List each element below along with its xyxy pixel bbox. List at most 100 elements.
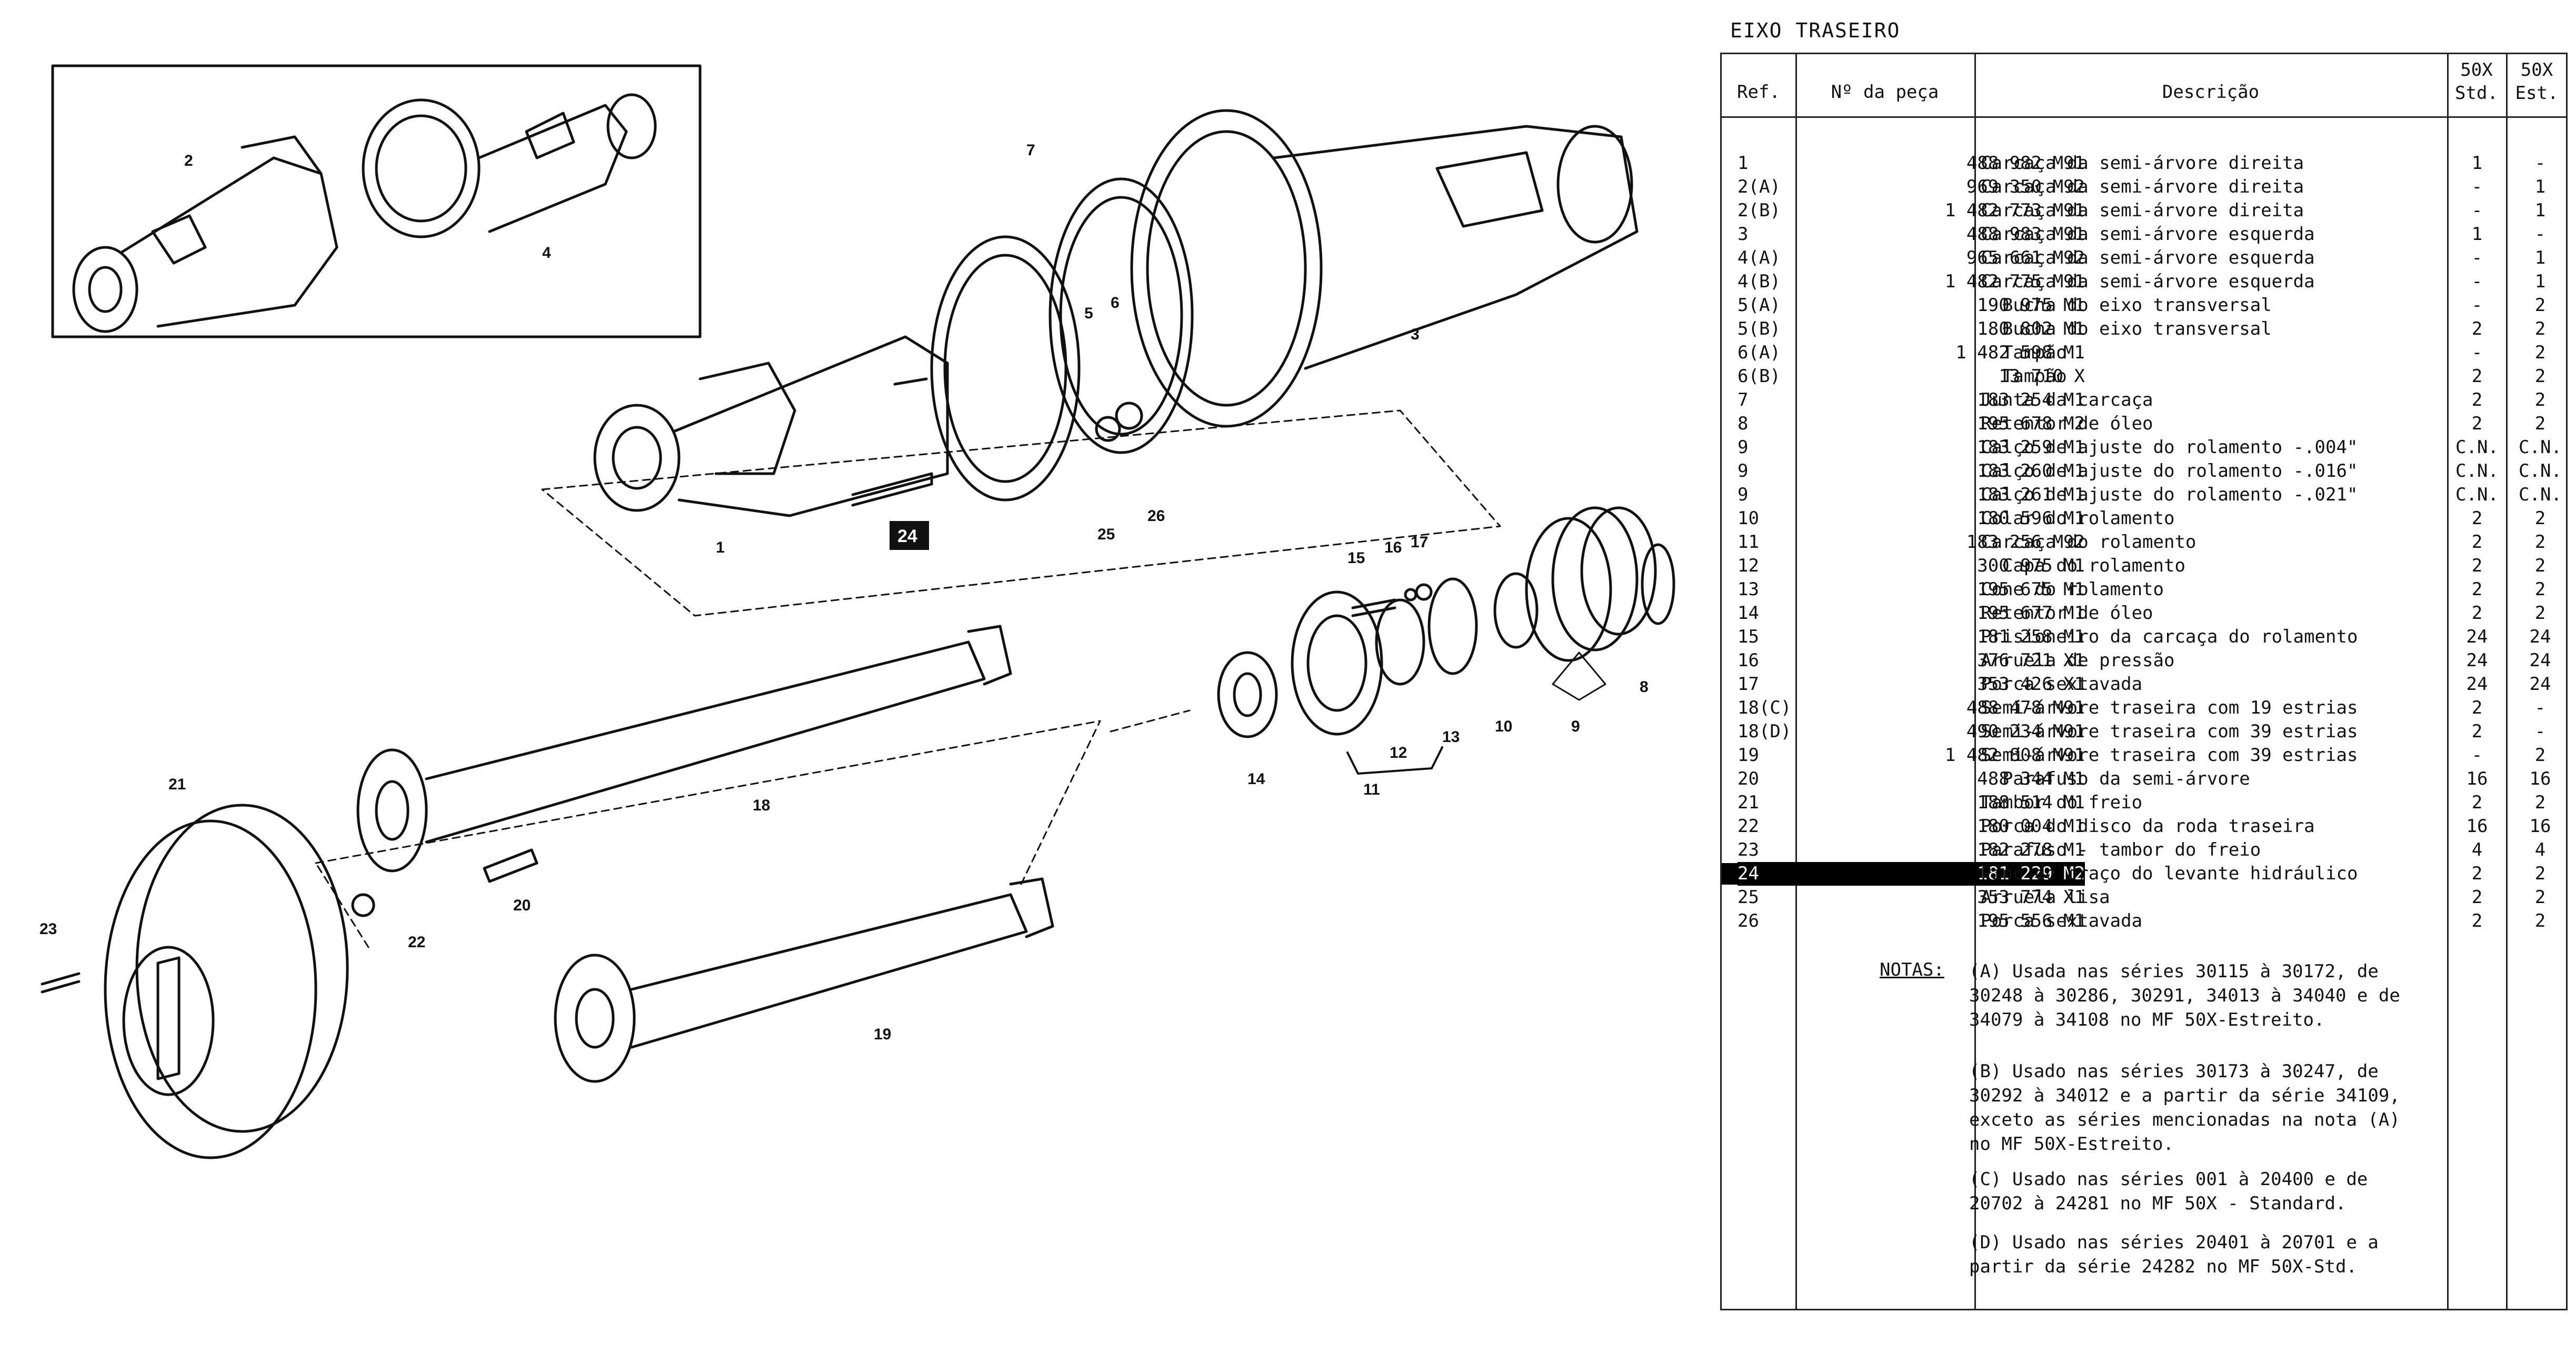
header-divider: [1722, 116, 2566, 118]
cell-std: -: [2471, 247, 2483, 268]
cell-std: 2: [2471, 910, 2483, 931]
cell-part-no: 183 256 M92: [1966, 532, 2085, 553]
cell-std: C.N.: [2455, 484, 2499, 505]
callout-5: 5: [1084, 305, 1093, 322]
cell-est: 16: [2529, 816, 2551, 837]
cell-description: Semi-árvore traseira com 19 estrias: [1981, 697, 2358, 718]
cell-ref: 6(B): [1738, 366, 1781, 387]
callout-25: 25: [1097, 526, 1115, 543]
cell-description: Carcaça da semi-árvore direita: [1981, 153, 2304, 174]
cell-std: 2: [2471, 721, 2483, 742]
cell-std: 2: [2471, 603, 2483, 624]
cell-ref: 1: [1738, 153, 1749, 174]
cell-std: 2: [2471, 508, 2483, 529]
callout-10: 10: [1495, 718, 1512, 735]
cell-description: Retentor de óleo: [1981, 603, 2153, 624]
table-row: 5(B)180 802 M1 Bucha do eixo transversal…: [1722, 317, 2566, 341]
cell-part-no: 195 677 M1: [1977, 603, 2085, 624]
cell-description: Prisioneiro da carcaça do rolamento: [1981, 626, 2358, 647]
cell-std: 2: [2471, 389, 2483, 410]
bearing-cup-12: [1375, 598, 1425, 686]
cell-std: 2: [2471, 318, 2483, 339]
inset-frame: [51, 64, 702, 338]
cell-std: -: [2471, 176, 2483, 197]
lift-arm-pin: [851, 472, 933, 507]
cell-description: Calço de ajuste do rolamento -.021": [1981, 484, 2358, 505]
note-b: (B) Usado nas séries 30173 à 30247, de 3…: [1969, 1061, 2400, 1155]
cell-description: Carcaça da semi-árvore esquerda: [1981, 224, 2315, 245]
callout-13: 13: [1442, 728, 1460, 746]
cell-std: C.N.: [2455, 460, 2499, 482]
cell-part-no: 195 678 M2: [1977, 413, 2085, 434]
page-title: EIXO TRASEIRO: [1730, 19, 1901, 42]
cell-ref: 5(B): [1738, 318, 1781, 339]
cell-ref: 9: [1738, 437, 1749, 458]
callout-24-box: [890, 521, 929, 550]
cell-std: -: [2471, 271, 2483, 292]
cell-part-no: 183 261 M1: [1977, 484, 2085, 505]
cell-est: 2: [2534, 532, 2546, 553]
cell-std: 24: [2466, 626, 2488, 647]
cell-part-no: 181 229 M2: [1801, 862, 2085, 886]
cell-ref: 18(C): [1738, 697, 1792, 718]
cell-description: Calço de ajuste do rolamento -.016": [1981, 460, 2358, 482]
cell-part-no: 183 254 M1: [1977, 389, 2085, 410]
cell-ref: 14: [1738, 603, 1759, 624]
cell-std: C.N.: [2455, 437, 2499, 458]
cell-est: 16: [2529, 768, 2551, 789]
cell-part-no: 195 556 M1: [1977, 910, 2085, 931]
cell-ref: 2(A): [1738, 176, 1781, 197]
callout-21: 21: [168, 776, 186, 793]
cell-ref: 18(D): [1738, 721, 1792, 742]
callout-22: 22: [408, 934, 425, 951]
washer-25: [1095, 416, 1121, 442]
cell-std: 2: [2471, 863, 2483, 884]
cell-std: 16: [2466, 816, 2488, 837]
cell-est: 2: [2534, 366, 2546, 387]
callout-2: 2: [184, 152, 193, 169]
cell-part-no: 188 514 M1: [1977, 792, 2085, 813]
cell-std: -: [2471, 745, 2483, 766]
cell-part-no: 353 426 X1: [1977, 674, 2085, 695]
cell-est: 1: [2534, 176, 2546, 197]
inset-housing-4: [362, 93, 657, 238]
cell-part-no: 1 482 775 M91: [1944, 271, 2085, 292]
callout-7: 7: [1026, 142, 1035, 159]
cell-description: Retentor de óleo: [1981, 413, 2153, 434]
col-divider: [2506, 54, 2508, 1309]
lock-washer-16: [1404, 588, 1417, 602]
cell-part-no: 183 260 M1: [1977, 460, 2085, 482]
cell-est: 2: [2534, 579, 2546, 600]
cell-description: Carcaça da semi-árvore esquerda: [1981, 247, 2315, 268]
cell-part-no: 1 482 598 M1: [1955, 342, 2085, 363]
cell-part-no: 183 259 M1: [1977, 437, 2085, 458]
cell-part-no: 13 710 X: [1999, 366, 2085, 387]
cell-ref: 17: [1738, 674, 1759, 695]
axle-housing-1: [593, 335, 949, 517]
cell-part-no: 969 350 M92: [1966, 176, 2085, 197]
cell-est: -: [2534, 224, 2546, 245]
cell-std: 2: [2471, 413, 2483, 434]
cell-est: 2: [2534, 603, 2546, 624]
bearing-assembly: [1217, 506, 1675, 738]
exploded-axle-diagram: 1 2 3 4 5 6 7 8 9 10 11 12 13 14 15 16 1…: [39, 64, 1675, 1159]
bolt-20: [483, 848, 538, 883]
cell-est: 2: [2534, 863, 2546, 884]
note-d: (D) Usado nas séries 20401 à 20701 e a p…: [1969, 1232, 2379, 1277]
nut-26: [1115, 402, 1143, 430]
nut-22: [351, 893, 375, 917]
callout-9: 9: [1571, 718, 1580, 735]
cell-description: Carcaça da semi-árvore esquerda: [1981, 271, 2315, 292]
